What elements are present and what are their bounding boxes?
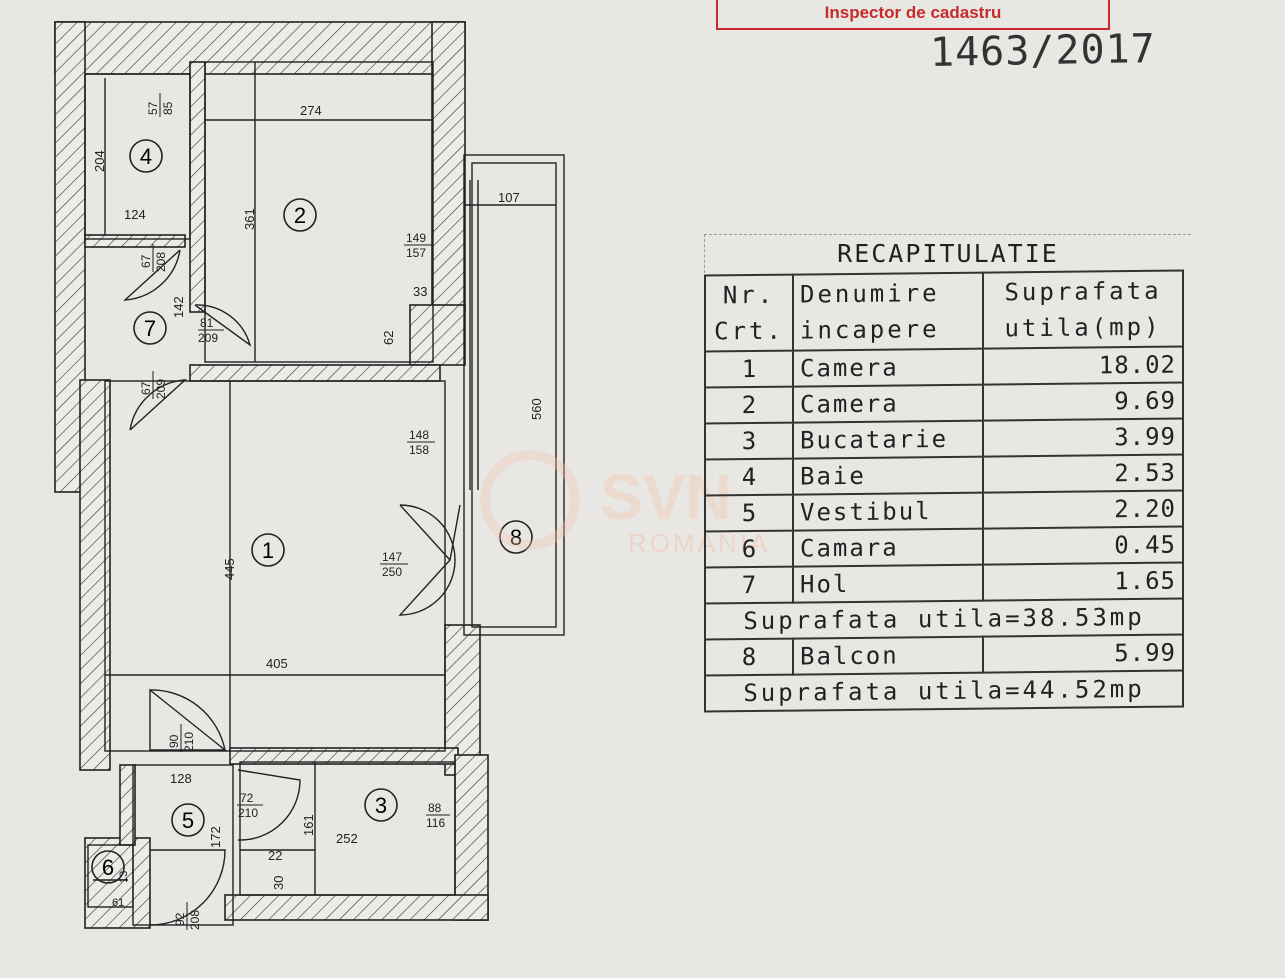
svg-text:5: 5 — [182, 808, 194, 833]
table-row: 6 Camara 0.45 — [705, 526, 1183, 568]
room-label-8: 8 — [499, 520, 533, 554]
dim-204: 204 — [92, 150, 107, 172]
dimension-labels: 274 361 204 124 107 33 62 142 560 445 40… — [92, 103, 544, 909]
svg-text:3: 3 — [375, 793, 387, 818]
dim-172: 172 — [208, 826, 223, 848]
room-label-1: 1 — [251, 533, 285, 567]
svg-text:67: 67 — [139, 254, 153, 268]
balcony-row: 8 Balcon 5.99 — [705, 634, 1183, 676]
opening-92-208: 92 208 — [173, 902, 202, 930]
svg-text:92: 92 — [173, 912, 187, 926]
svg-text:72: 72 — [240, 791, 254, 805]
svg-text:208: 208 — [154, 252, 168, 272]
recap-title: RECAPITULATIE — [704, 234, 1191, 273]
svg-text:210: 210 — [182, 732, 196, 752]
dim-61: 61 — [112, 897, 124, 909]
svg-text:250: 250 — [382, 565, 402, 579]
svg-text:7: 7 — [144, 316, 156, 341]
svg-text:1: 1 — [262, 538, 274, 563]
opening-67-208: 67 208 — [139, 244, 168, 272]
table-row: 3 Bucatarie 3.99 — [705, 418, 1183, 460]
svg-text:6: 6 — [102, 855, 114, 880]
svg-text:148: 148 — [409, 428, 429, 442]
dim-62: 62 — [381, 331, 396, 345]
room-label-4: 4 — [129, 139, 163, 173]
table-row: 2 Camera 9.69 — [705, 382, 1183, 424]
opening-67-209: 67 209 — [139, 371, 168, 399]
dim-161: 161 — [301, 814, 316, 836]
svg-text:209: 209 — [198, 331, 218, 345]
svg-text:158: 158 — [409, 443, 429, 457]
dim-107: 107 — [498, 190, 520, 205]
dim-560: 560 — [529, 398, 544, 420]
total-row: Suprafata utila=44.52mp — [705, 670, 1183, 712]
opening-57-85: 57 85 — [146, 93, 175, 117]
room-label-7: 7 — [133, 311, 167, 345]
walls — [54, 21, 489, 929]
svg-text:116: 116 — [426, 816, 445, 830]
header-nr: Nr.Crt. — [705, 274, 793, 352]
subtotal-row: Suprafata utila=38.53mp — [705, 598, 1183, 640]
dim-445: 445 — [222, 558, 237, 580]
svg-text:209: 209 — [154, 379, 168, 399]
dim-274: 274 — [300, 103, 322, 118]
opening-72-210: 72 210 — [237, 791, 263, 820]
svg-text:208: 208 — [188, 910, 202, 930]
room-label-6: 6 — [91, 850, 125, 884]
dim-124: 124 — [124, 207, 146, 222]
svg-text:81: 81 — [200, 316, 214, 330]
opening-147-250: 147 250 — [380, 550, 408, 579]
opening-81-209: 81 209 — [198, 316, 224, 345]
svg-text:157: 157 — [406, 246, 426, 260]
room-outlines — [84, 61, 565, 926]
room-label-5: 5 — [171, 803, 205, 837]
opening-88-116: 88 116 — [426, 801, 450, 830]
table-row: 7 Hol 1.65 — [705, 562, 1183, 604]
opening-149-157: 149 157 — [404, 231, 432, 260]
cadastre-stamp: Inspector de cadastru — [716, 0, 1110, 30]
door-swings — [93, 249, 461, 926]
table-row: 1 Camera 18.02 — [705, 346, 1183, 388]
opening-148-158: 148 158 — [407, 428, 435, 457]
svg-text:57: 57 — [146, 101, 160, 115]
dim-252: 252 — [336, 831, 358, 846]
svg-text:67: 67 — [139, 381, 153, 395]
svg-text:149: 149 — [406, 231, 426, 245]
svg-text:8: 8 — [510, 525, 522, 550]
table-row: 5 Vestibul 2.20 — [705, 490, 1183, 532]
dim-405: 405 — [266, 656, 288, 671]
svg-text:85: 85 — [161, 101, 175, 115]
svg-text:88: 88 — [428, 801, 442, 815]
dim-128: 128 — [170, 771, 192, 786]
dim-142: 142 — [171, 296, 186, 318]
dim-33: 33 — [413, 284, 427, 299]
dim-30: 30 — [271, 876, 286, 890]
svg-text:210: 210 — [238, 806, 258, 820]
table-row: 4 Baie 2.53 — [705, 454, 1183, 496]
svg-text:90: 90 — [167, 734, 181, 748]
opening-labels: 57 85 67 208 81 209 67 209 149 — [139, 93, 450, 930]
dim-361: 361 — [242, 208, 257, 230]
stamp-text: Inspector de cadastru — [824, 3, 1002, 22]
room-label-2: 2 — [283, 198, 317, 232]
room-labels: 1 2 3 4 5 6 7 — [91, 139, 533, 884]
svg-text:147: 147 — [382, 550, 402, 564]
dim-13: 13 — [118, 871, 130, 883]
svg-text:4: 4 — [140, 144, 152, 169]
room-label-3: 3 — [364, 788, 398, 822]
dim-22: 22 — [268, 848, 282, 863]
opening-90-210: 90 210 — [167, 724, 196, 752]
svg-text:2: 2 — [294, 203, 306, 228]
